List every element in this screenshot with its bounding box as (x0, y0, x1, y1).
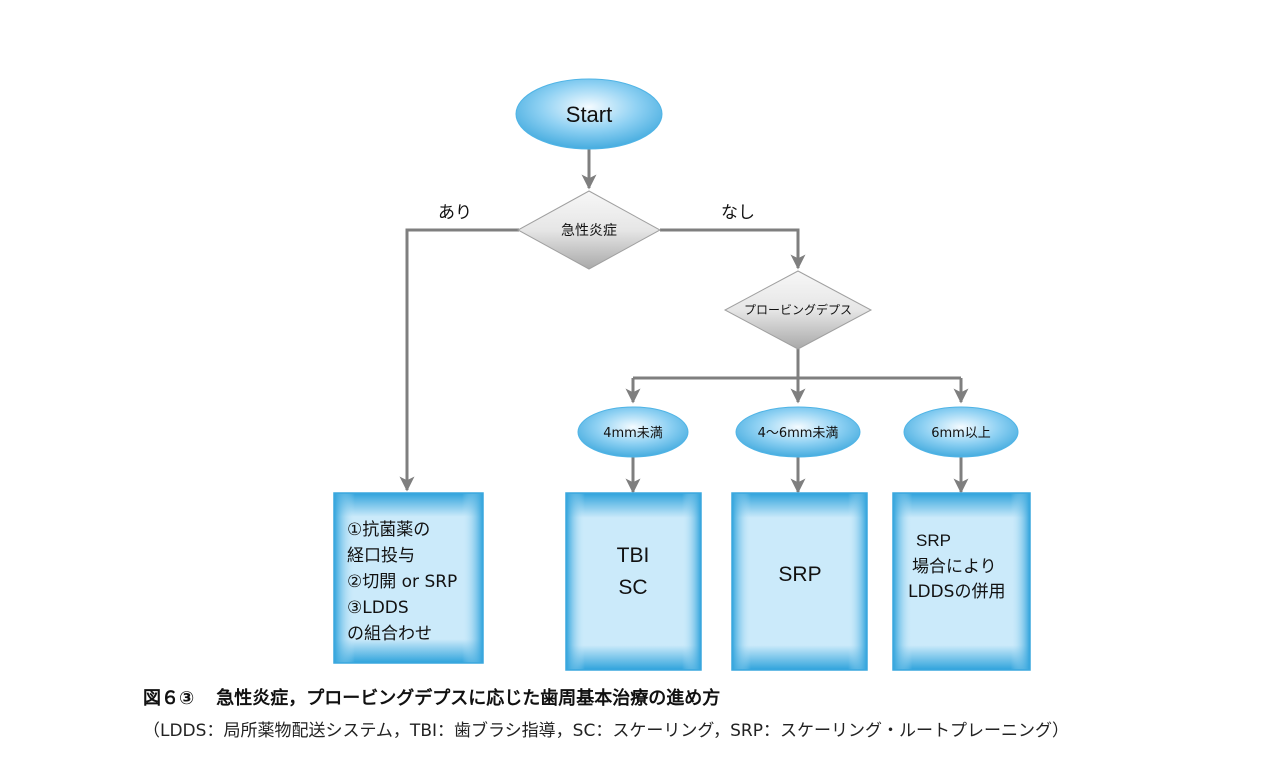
outcome-1-line-1: TBI (617, 544, 650, 567)
inflammation-line-2: 経口投与 (347, 546, 415, 566)
decision-diamond (516, 190, 662, 270)
inflammation-line-4: ③LDDS (347, 598, 409, 618)
figure-label: 図６③ (143, 688, 195, 709)
inflammation-line-3: ②切開 or SRP (347, 572, 457, 592)
range-label-2: 4～6mm未満 (758, 426, 839, 441)
range-label-1: 4mm未満 (603, 426, 663, 441)
probing-label: プロービングデプス (744, 302, 852, 317)
decision-label: 急性炎症 (561, 223, 617, 239)
range-node-2 (735, 406, 861, 458)
range-node-1 (577, 406, 689, 458)
outcome-3-line-3: LDDSの併用 (908, 582, 1005, 602)
branch-no-label: なし (721, 203, 755, 223)
outcome-box-3 (892, 492, 1031, 671)
connector-yes-branch (399, 228, 519, 492)
figure-title: 急性炎症，プロービングデプスに応じた歯周基本治療の進め方 (216, 688, 721, 709)
outcome-3-line-2: 場合により (912, 557, 997, 577)
probing-diamond (723, 270, 873, 350)
outcome-1-line-2: SC (618, 576, 647, 599)
range-label-3: 6mm以上 (931, 426, 991, 441)
outcome-3-line-1: SRP (916, 531, 951, 550)
outcome-2-line-1: SRP (778, 563, 821, 586)
outcome-box-inflammation (333, 492, 484, 664)
connector-no-branch (660, 228, 806, 270)
inflammation-line-5: の組合わせ (347, 624, 432, 644)
start-label: Start (566, 102, 612, 127)
branch-yes-label: あり (438, 203, 472, 223)
outcome-box-1 (565, 492, 702, 671)
outcome-box-2 (731, 492, 868, 671)
start-node (515, 78, 663, 150)
range-node-3 (903, 406, 1019, 458)
figure-caption-note: （LDDS：局所薬物配送システム，TBI：歯ブラシ指導，SC：スケーリング，SR… (143, 721, 1069, 741)
figure-caption-title: 図６③ 急性炎症，プロービングデプスに応じた歯周基本治療の進め方 (143, 684, 720, 710)
inflammation-line-1: ①抗菌薬の (347, 520, 430, 540)
